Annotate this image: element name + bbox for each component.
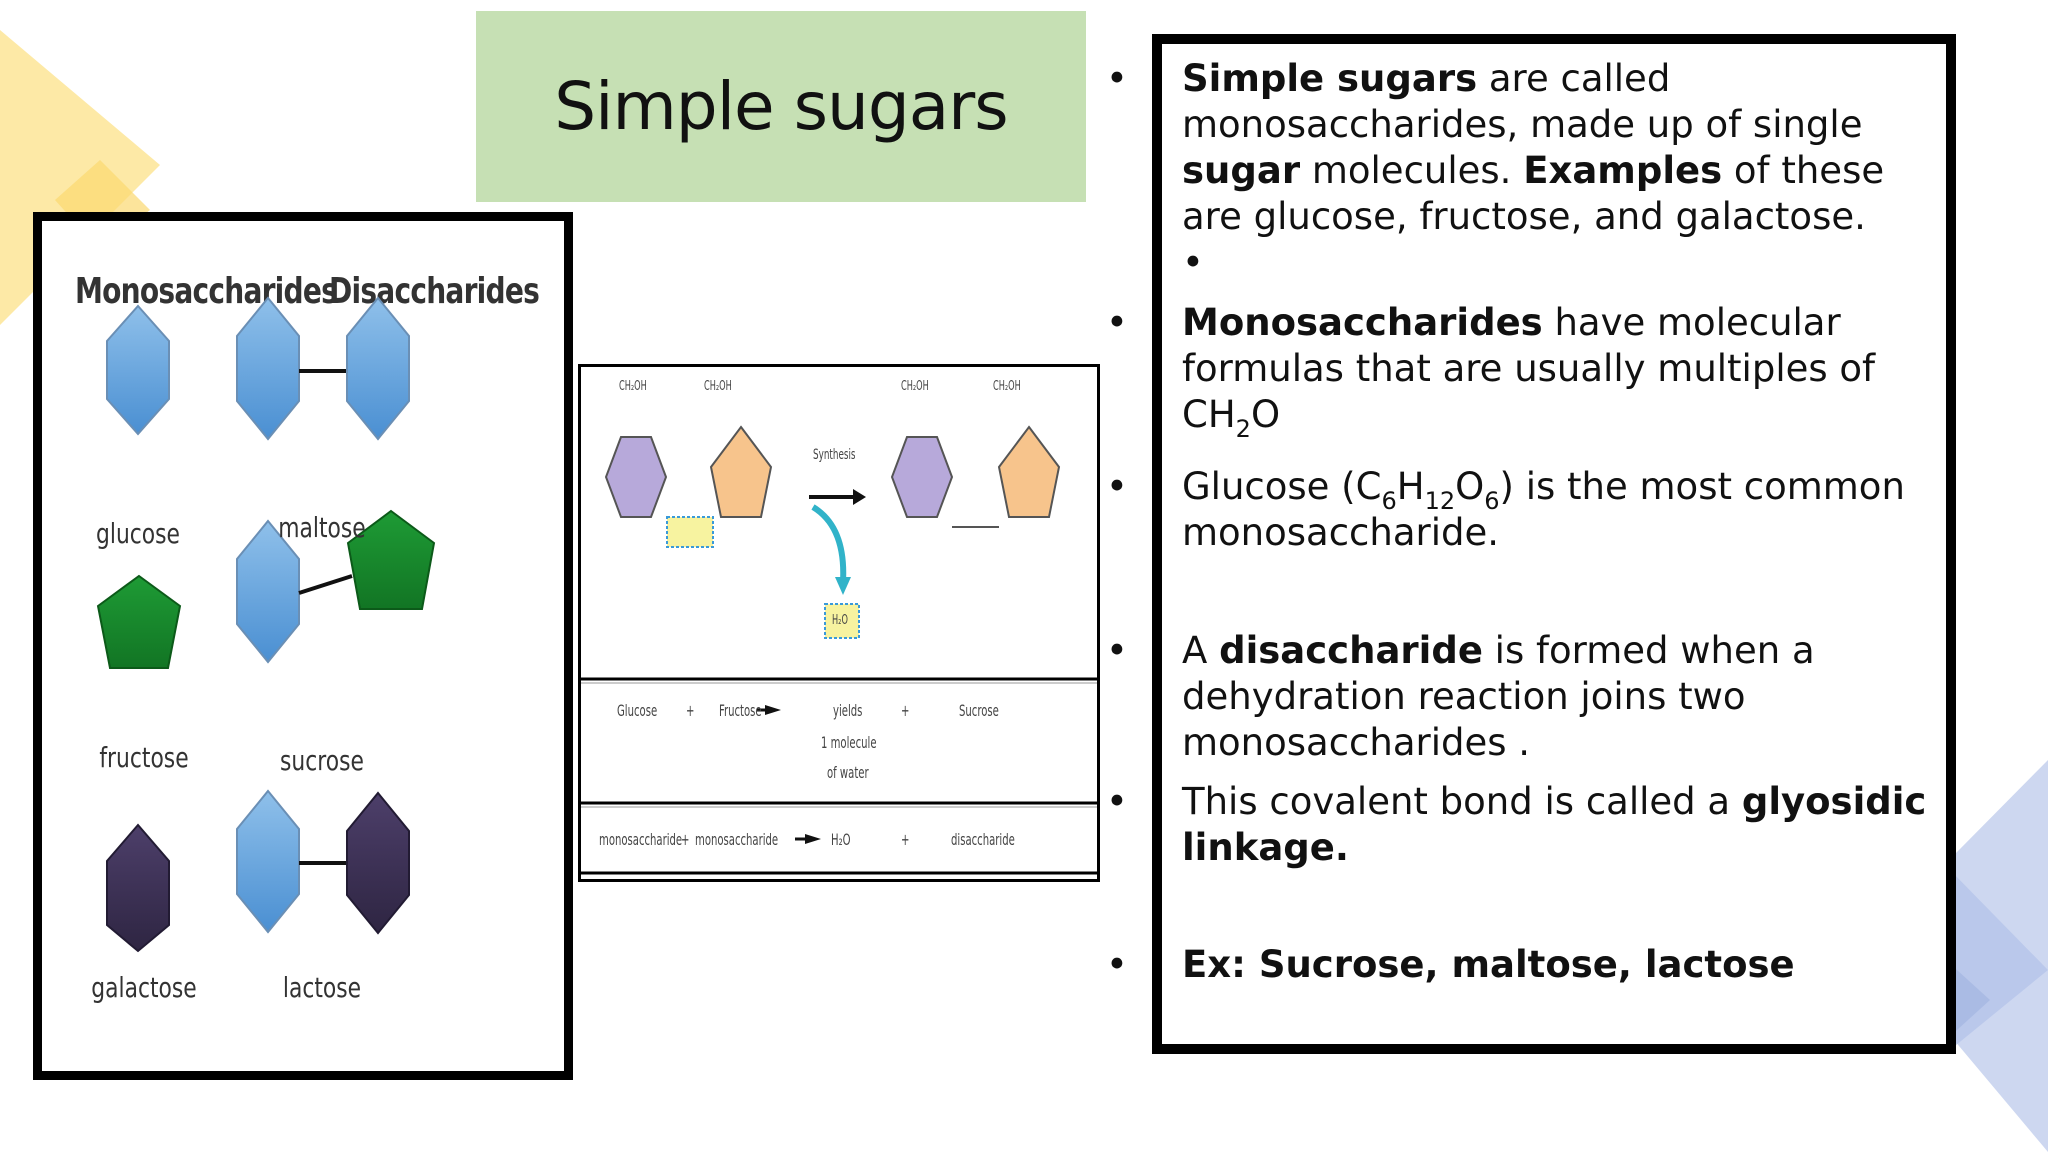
- notes-panel: •Simple sugars are called monosaccharide…: [1106, 34, 1956, 1054]
- fructose-ring: [709, 425, 773, 518]
- row1-plus-1: +: [686, 701, 695, 720]
- glucose-ring: [604, 436, 668, 518]
- bullet-disaccharide: •A disaccharide is formed when a dehydra…: [1106, 629, 1815, 764]
- bullet-glucose: •Glucose (C6H12O6) is the most common mo…: [1106, 465, 1905, 554]
- glucose-hexagon: [106, 304, 170, 436]
- bullet-examples: •Ex: Sucrose, maltose, lactose: [1106, 943, 1795, 986]
- label-glucose: glucose: [96, 517, 180, 550]
- diagram-drawing: [581, 425, 1097, 875]
- row1-of-water: of water: [827, 763, 869, 782]
- row2-monosaccharide-1: monosaccharide: [599, 830, 683, 849]
- fructose-pentagon: [96, 574, 182, 669]
- dehydration-synthesis-diagram: CH₂OH CH₂OH CH₂OH CH₂OH Synthesis H₂O Gl…: [578, 364, 1100, 882]
- maltose-hexagon-right: [346, 296, 410, 441]
- bullet-glyosidic: •This covalent bond is called a glyosidi…: [1106, 780, 1927, 869]
- label-galactose: galactose: [91, 971, 197, 1004]
- sucrose-pentagon: [346, 509, 436, 610]
- header-disaccharides: Disaccharides: [329, 271, 540, 312]
- header-monosaccharides: Monosaccharides: [75, 271, 338, 312]
- ch2oh-label-2: CH₂OH: [704, 379, 732, 394]
- bullet-empty: •: [1182, 241, 1204, 284]
- mono-di-figure: Monosaccharides Disaccharides glucose ma…: [33, 212, 573, 1080]
- row1-glucose: Glucose: [617, 701, 658, 720]
- row1-plus-2: +: [901, 701, 910, 720]
- row2-monosaccharide-2: monosaccharide: [695, 830, 779, 849]
- ch2oh-label-4: CH₂OH: [993, 379, 1021, 394]
- synthesis-label: Synthesis: [813, 447, 856, 463]
- row2-h2o: H₂O: [831, 830, 851, 849]
- label-fructose: fructose: [99, 741, 189, 774]
- product-fructose-ring: [997, 425, 1061, 518]
- row1-yields: yields: [833, 701, 863, 720]
- maltose-hexagon-left: [236, 296, 300, 441]
- product-glucose-ring: [890, 436, 954, 518]
- sucrose-hexagon: [236, 519, 300, 664]
- bullet-simple-sugars: •Simple sugars are called monosaccharide…: [1106, 57, 1885, 238]
- galactose-hexagon: [106, 823, 170, 953]
- label-lactose: lactose: [282, 971, 362, 1004]
- row2-plus-1: +: [681, 830, 690, 849]
- row1-fructose: Fructose: [719, 701, 762, 720]
- ch2oh-label-1: CH₂OH: [619, 379, 647, 394]
- label-sucrose: sucrose: [280, 744, 364, 777]
- label-maltose: maltose: [278, 511, 366, 544]
- row1-sucrose: Sucrose: [959, 701, 999, 720]
- water-label: H₂O: [832, 613, 848, 628]
- row1-one-molecule: 1 molecule: [821, 733, 877, 752]
- page-title: Simple sugars: [554, 68, 1008, 145]
- lactose-hexagon-right: [346, 791, 410, 935]
- bullet-monosaccharides: •Monosaccharides have molecular formulas…: [1106, 301, 1876, 443]
- row2-plus-2: +: [901, 830, 910, 849]
- row2-disaccharide: disaccharide: [951, 830, 1015, 849]
- sugar-shapes: [96, 296, 436, 953]
- title-box: Simple sugars: [476, 11, 1086, 202]
- lactose-hexagon-left: [236, 789, 300, 934]
- ch2oh-label-3: CH₂OH: [901, 379, 929, 394]
